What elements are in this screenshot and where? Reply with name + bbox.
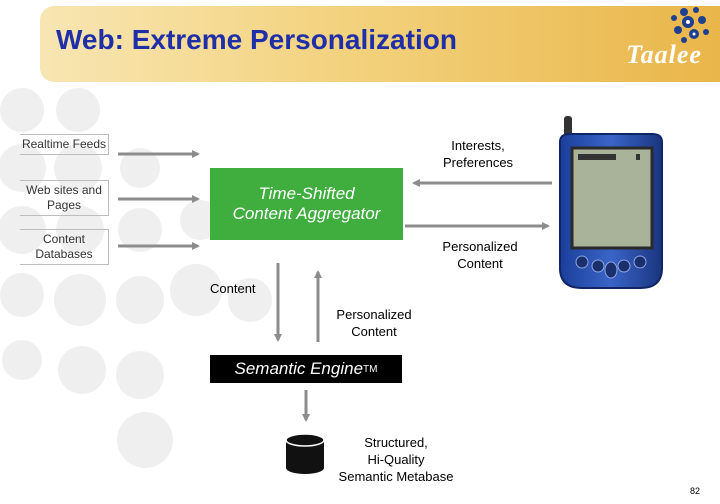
aggregator-label-line2: Content Aggregator	[232, 204, 381, 223]
source-content-databases: Content Databases	[20, 229, 109, 265]
slide-title: Web: Extreme Personalization	[56, 24, 457, 55]
source-realtime-feeds: Realtime Feeds	[20, 134, 109, 155]
content-label: Content	[210, 281, 256, 296]
metabase-line2: Hi-Quality	[367, 452, 425, 467]
title-banner	[40, 6, 720, 82]
preferences-label: Interests, Preferences	[430, 137, 526, 171]
page-number: 82	[690, 486, 701, 496]
personalized-line2: Content	[457, 256, 503, 271]
preferences-line1: Interests,	[451, 138, 505, 153]
metabase-label: Structured, Hi-Quality Semantic Metabase	[326, 434, 466, 485]
aggregator-label-line1: Time-Shifted	[258, 184, 355, 203]
source-web-sites: Web sites and Pages	[20, 180, 109, 216]
engine-personalized-line2: Content	[351, 324, 397, 339]
engine-label: Semantic Engine	[234, 359, 364, 378]
personalized-content-label: Personalized Content	[432, 238, 528, 272]
metabase-line1: Structured,	[364, 435, 428, 450]
source-label: Web sites and Pages	[26, 183, 102, 212]
metabase-line3: Semantic Metabase	[338, 469, 454, 484]
trademark-mark: TM	[363, 363, 378, 375]
taalee-logo-icon	[671, 7, 709, 43]
source-label: Realtime Feeds	[21, 137, 107, 151]
engine-personalized-label: Personalized Content	[326, 306, 422, 340]
personalized-line1: Personalized	[442, 239, 518, 254]
source-label: Content Databases	[35, 232, 93, 261]
taalee-logo-text: Taalee	[626, 40, 702, 69]
engine-personalized-line1: Personalized	[336, 307, 412, 322]
preferences-line2: Preferences	[442, 155, 514, 170]
